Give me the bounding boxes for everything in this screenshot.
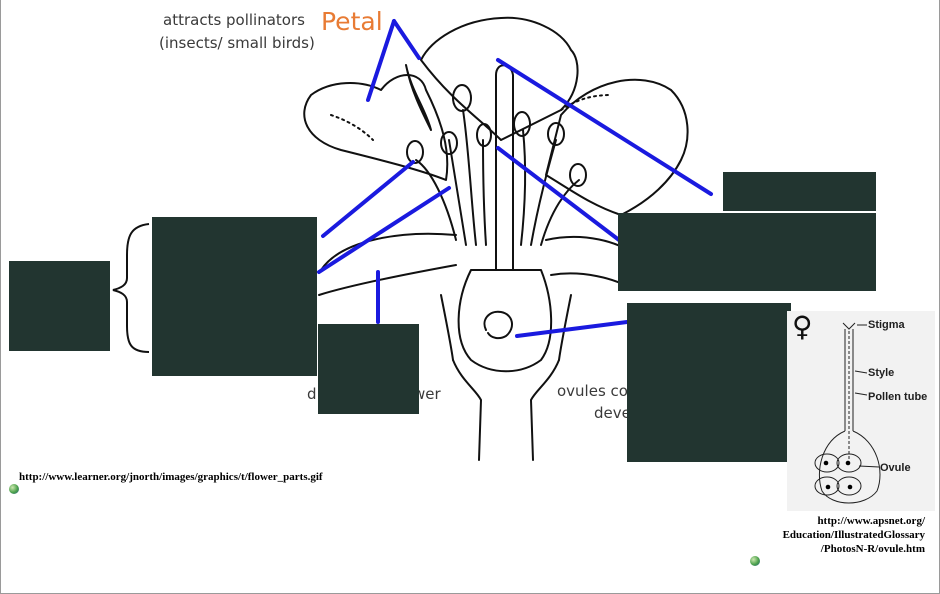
inset-label-style: Style xyxy=(868,367,895,379)
globe-icon xyxy=(750,556,760,566)
pointer-style xyxy=(496,146,621,242)
petal-desc-line1: attracts pollinators xyxy=(163,11,305,29)
inset-label-ovule: Ovule xyxy=(880,462,911,474)
inset-label-pollen-tube: Pollen tube xyxy=(868,391,928,403)
brace xyxy=(112,223,150,353)
cover-box-style[interactable] xyxy=(618,213,876,291)
cover-box-stamen[interactable] xyxy=(152,217,317,376)
left-petal xyxy=(303,74,449,181)
source-url-right-line3: /PhotosN-R/ovule.htm xyxy=(820,543,925,555)
partial-label-2a: ovules co xyxy=(557,382,628,400)
petal-title: Petal xyxy=(321,7,383,36)
petal-desc-line2: (insects/ small birds) xyxy=(159,34,315,52)
partial-label-2b: deve xyxy=(594,404,631,422)
source-url-right[interactable]: http://www.apsnet.org/ Education/Illustr… xyxy=(769,514,925,556)
cover-box-ovary[interactable] xyxy=(627,303,791,462)
pointer-petal-top xyxy=(392,19,421,60)
female-symbol-icon: ♀ xyxy=(792,310,813,343)
source-url-right-line1: http://www.apsnet.org/ xyxy=(817,515,925,527)
ovary xyxy=(457,269,553,373)
cover-box-sepal[interactable] xyxy=(318,324,419,414)
pointer-stigma xyxy=(496,58,713,196)
source-url-right-line2: Education/IllustratedGlossary xyxy=(782,529,925,541)
right-petal xyxy=(545,78,689,216)
pointer-petal-left xyxy=(366,19,396,102)
ovule-inset: Stigma Style Pollen tube Ovule xyxy=(787,311,935,511)
cover-box-stigma[interactable] xyxy=(723,172,876,211)
pointer-anther xyxy=(321,160,415,238)
ovule-drawing xyxy=(814,322,881,504)
pointer-ovary xyxy=(515,320,629,338)
pointer-filament xyxy=(317,186,451,274)
inset-label-stigma: Stigma xyxy=(868,319,905,331)
cover-box-left[interactable] xyxy=(9,261,110,351)
top-petal xyxy=(420,16,579,141)
source-url-left[interactable]: http://www.learner.org/jnorth/images/gra… xyxy=(19,471,323,483)
partial-label-1b: d xyxy=(307,385,317,403)
globe-icon xyxy=(9,484,19,494)
partial-label-1c: wer xyxy=(413,385,441,403)
style xyxy=(495,64,514,271)
